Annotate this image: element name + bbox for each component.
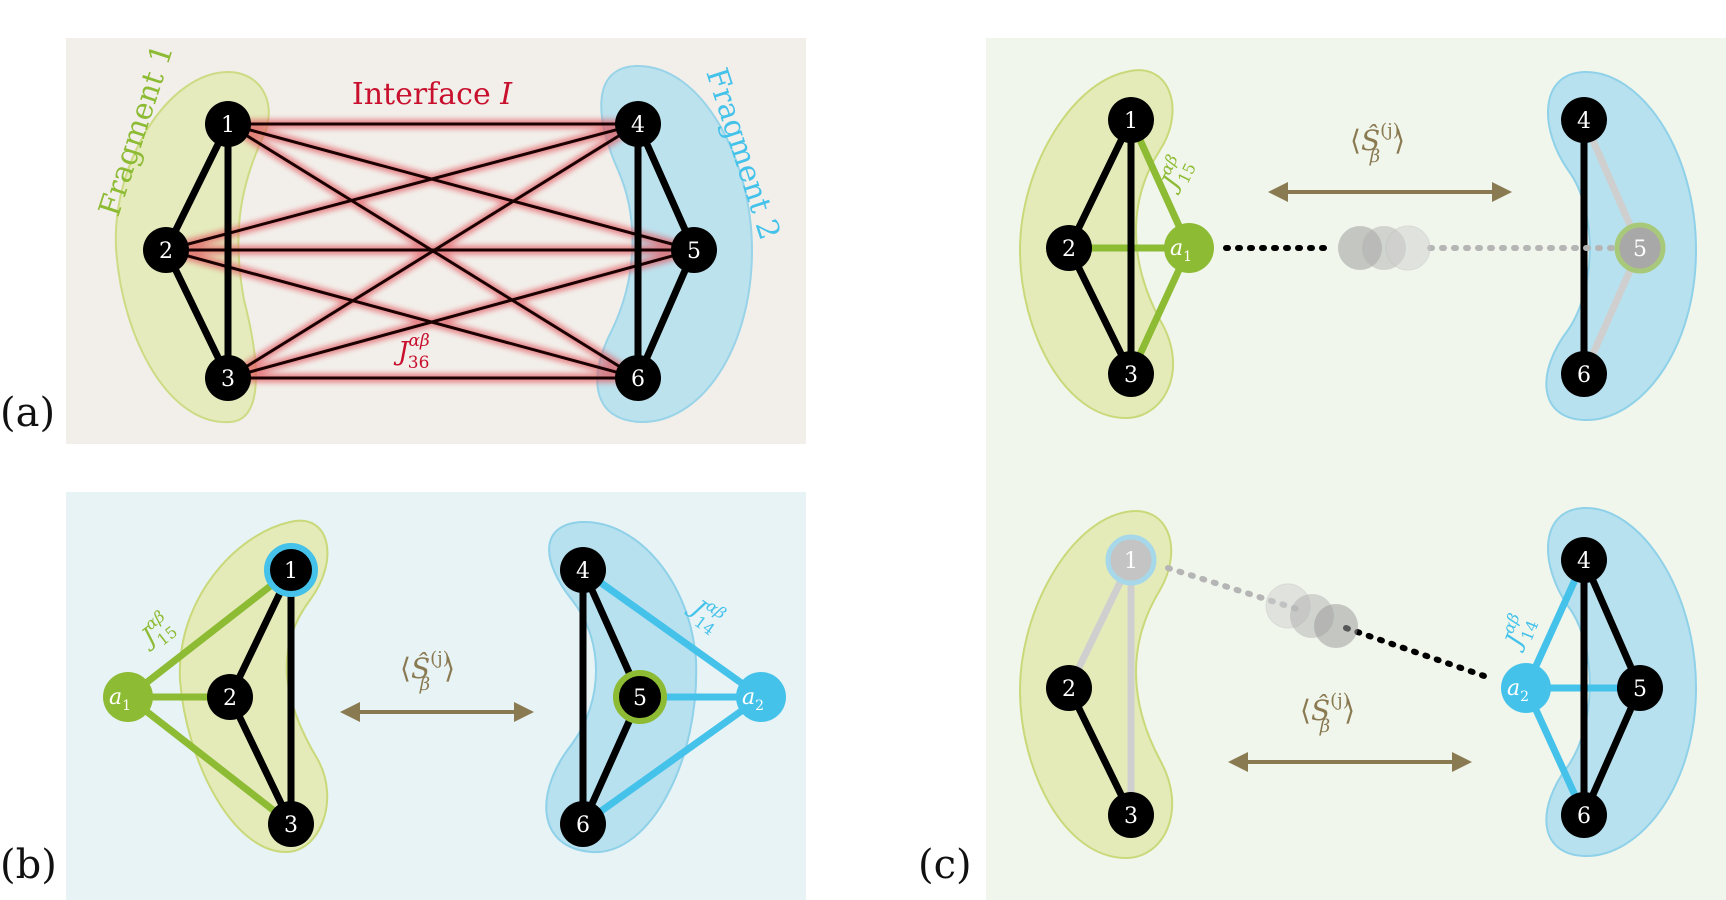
svg-text:3: 3	[1124, 804, 1138, 829]
panel-a: 1 2 3 4 5 6 Fragment 1 Fragment 2 Interf…	[66, 38, 806, 444]
svg-text:3: 3	[1124, 363, 1138, 388]
panel-c: ⟨Ŝ(j)β⟩ Jαβ15 1 2 3 a1 4 5 6	[986, 38, 1726, 900]
node-4-label: 4	[631, 113, 645, 138]
node-1-c-top: 1	[1108, 97, 1154, 143]
expectation-label-b: ⟨Ŝ(j)β⟩	[400, 648, 455, 695]
svg-text:6: 6	[1577, 804, 1591, 829]
ancilla-a2-c-bottom: a2	[1501, 663, 1551, 713]
expectation-label-c-bottom: ⟨Ŝ(j)β⟩	[1300, 690, 1355, 737]
svg-text:4: 4	[1577, 549, 1591, 574]
node-5-c-bottom: 5	[1617, 665, 1663, 711]
node-2-b: 2	[207, 674, 253, 720]
node-6: 6	[615, 355, 661, 401]
node-2-label: 2	[159, 239, 173, 264]
svg-text:5: 5	[1633, 677, 1647, 702]
ghost-spheres-c-top	[1338, 225, 1431, 271]
dotted-link-c-bottom-dark	[1343, 625, 1493, 681]
node-5-c-top-ghost: 5	[1614, 222, 1666, 274]
panel-a-label: (a)	[0, 390, 55, 436]
svg-text:a1: a1	[1170, 236, 1192, 265]
panel-c-bottom: ⟨Ŝ(j)β⟩ Jαβ14 1 2 3 a2 4 5 6	[1018, 506, 1698, 860]
interface-edges	[164, 119, 696, 383]
edges-c-bottom	[1065, 556, 1644, 819]
svg-text:5: 5	[633, 686, 647, 711]
node-2-c-top: 2	[1046, 225, 1092, 271]
node-2-c-bottom: 2	[1046, 665, 1092, 711]
node-2: 2	[143, 227, 189, 273]
panel-b: ⟨Ŝ(j)β⟩ Jαβ15 Jαβ14 a1 a2 1 2 3 4 5 6	[66, 492, 806, 900]
dotted-link-c-bottom-light	[1165, 565, 1303, 613]
svg-text:1: 1	[284, 559, 298, 584]
node-4: 4	[615, 101, 661, 147]
node-3-c-bottom: 3	[1108, 792, 1154, 838]
svg-text:1: 1	[1124, 109, 1138, 134]
node-6-c-top: 6	[1561, 351, 1607, 397]
svg-text:a2: a2	[1507, 676, 1529, 705]
expectation-label-c-top: ⟨Ŝ(j)β⟩	[1350, 120, 1405, 167]
interface-label: Interface I	[352, 77, 513, 112]
ancilla-a1-c-top: a1	[1164, 223, 1214, 273]
node-3-label: 3	[221, 367, 235, 392]
node-5-label: 5	[687, 239, 701, 264]
fragment-edges-b	[226, 566, 644, 828]
svg-text:2: 2	[1062, 237, 1076, 262]
node-5: 5	[671, 227, 717, 273]
node-3: 3	[205, 355, 251, 401]
svg-text:5: 5	[1633, 237, 1647, 262]
node-1-b: 1	[264, 543, 318, 597]
ghost-spheres-c-bottom	[1265, 583, 1358, 648]
ancilla-a2-b: a2	[736, 672, 786, 722]
svg-text:6: 6	[1577, 363, 1591, 388]
svg-text:6: 6	[576, 813, 590, 838]
node-4-b: 4	[560, 547, 606, 593]
fragment-1-region-c-top	[1018, 69, 1175, 420]
node-1-c-bottom-ghost: 1	[1105, 534, 1157, 586]
node-6-label: 6	[631, 367, 645, 392]
svg-text:a1: a1	[109, 685, 131, 714]
node-6-c-bottom: 6	[1561, 792, 1607, 838]
svg-text:2: 2	[1062, 677, 1076, 702]
node-3-c-top: 3	[1108, 351, 1154, 397]
svg-text:2: 2	[223, 686, 237, 711]
svg-text:4: 4	[576, 559, 590, 584]
svg-text:4: 4	[1577, 109, 1591, 134]
panel-c-label: (c)	[918, 842, 972, 888]
ancilla-edges-b	[124, 566, 765, 828]
ancilla-a1-b: a1	[103, 672, 153, 722]
node-1-label: 1	[221, 113, 235, 138]
node-4-c-top: 4	[1561, 97, 1607, 143]
node-3-b: 3	[268, 801, 314, 847]
node-5-b: 5	[613, 670, 667, 724]
svg-text:1: 1	[1124, 549, 1138, 574]
panel-c-top: ⟨Ŝ(j)β⟩ Jαβ15 1 2 3 a1 4 5 6	[1018, 69, 1698, 422]
node-6-b: 6	[560, 801, 606, 847]
svg-text:a2: a2	[742, 685, 764, 714]
panel-b-label: (b)	[0, 842, 57, 888]
node-1: 1	[205, 101, 251, 147]
node-4-c-bottom: 4	[1561, 537, 1607, 583]
svg-text:3: 3	[284, 813, 298, 838]
